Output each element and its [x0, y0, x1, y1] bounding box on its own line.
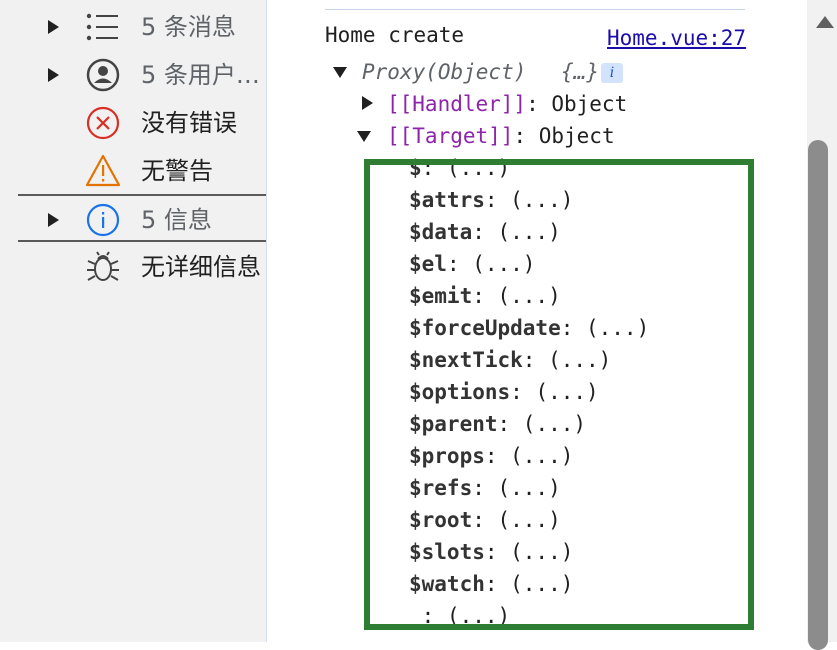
property-row[interactable]: $root: (...): [409, 508, 561, 532]
collapse-arrow-icon[interactable]: [357, 131, 371, 142]
sidebar-item-label: 无警告: [141, 157, 213, 185]
divider: [325, 9, 745, 10]
property-row[interactable]: $attrs: (...): [409, 188, 574, 212]
bug-icon: [87, 251, 119, 281]
property-row[interactable]: $parent: (...): [409, 412, 587, 436]
sidebar-item-user-messages[interactable]: 5 条用户…: [0, 51, 266, 99]
sidebar-item-label: 5 条消息: [141, 13, 236, 41]
console-sidebar: 5 条消息 5 条用户… 没有错误 无警告 5 信: [0, 0, 267, 642]
scroll-up-arrow-icon[interactable]: [816, 16, 834, 28]
sidebar-item-verbose[interactable]: 无详细信息: [0, 243, 266, 291]
vertical-scrollbar[interactable]: [807, 0, 837, 650]
collapse-arrow-icon[interactable]: [333, 67, 347, 78]
scrollbar-thumb[interactable]: [808, 140, 828, 650]
property-row[interactable]: _: (...): [409, 604, 511, 628]
list-icon: [86, 13, 118, 41]
divider: [18, 194, 266, 196]
expand-arrow-icon[interactable]: [48, 68, 59, 82]
user-icon: [86, 58, 120, 92]
console-output: Home create Home.vue:27 Proxy(Object) {……: [267, 0, 807, 642]
sidebar-item-label: 无详细信息: [141, 253, 261, 281]
expand-arrow-icon[interactable]: [48, 213, 59, 227]
sidebar-item-messages[interactable]: 5 条消息: [0, 3, 266, 51]
property-row[interactable]: $options: (...): [409, 380, 599, 404]
sidebar-item-warnings[interactable]: 无警告: [0, 147, 266, 195]
sidebar-item-errors[interactable]: 没有错误: [0, 99, 266, 147]
expand-arrow-icon[interactable]: [48, 20, 59, 34]
property-row[interactable]: $emit: (...): [409, 284, 561, 308]
sidebar-item-info[interactable]: 5 信息: [0, 196, 266, 244]
sidebar-item-label: 5 信息: [141, 206, 212, 234]
info-badge[interactable]: i: [601, 63, 623, 83]
property-row[interactable]: $slots: (...): [409, 540, 574, 564]
property-row[interactable]: $forceUpdate: (...): [409, 316, 650, 340]
warning-icon: [85, 154, 121, 187]
sidebar-item-label: 没有错误: [141, 109, 237, 137]
proxy-label[interactable]: Proxy(Object) {…}: [362, 60, 599, 84]
property-row[interactable]: $props: (...): [409, 444, 574, 468]
info-icon: [86, 203, 120, 237]
handler-entry[interactable]: [[Handler]]: Object: [387, 92, 628, 116]
property-row[interactable]: $nextTick: (...): [409, 348, 612, 372]
expand-arrow-icon[interactable]: [362, 96, 373, 110]
property-row[interactable]: $watch: (...): [409, 572, 574, 596]
property-row[interactable]: $: (...): [409, 156, 511, 180]
log-message: Home create: [325, 23, 465, 47]
divider: [18, 240, 266, 242]
source-link[interactable]: Home.vue:27: [607, 26, 747, 50]
property-row[interactable]: $data: (...): [409, 220, 561, 244]
property-row[interactable]: $el: (...): [409, 252, 536, 276]
sidebar-item-label: 5 条用户…: [141, 61, 260, 89]
target-entry[interactable]: [[Target]]: Object: [387, 124, 615, 148]
property-row[interactable]: $refs: (...): [409, 476, 561, 500]
error-icon: [86, 106, 120, 140]
